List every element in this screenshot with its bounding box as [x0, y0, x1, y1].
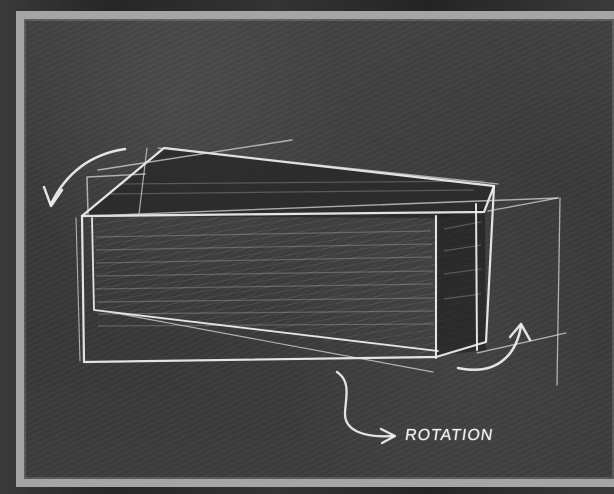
rotation-label: ROTATION — [403, 424, 526, 448]
down-right-arrow-icon — [337, 372, 395, 443]
